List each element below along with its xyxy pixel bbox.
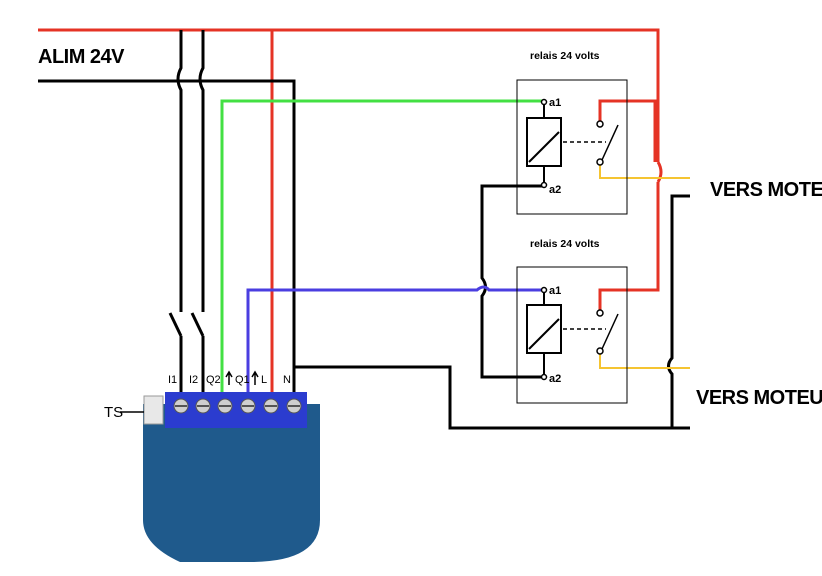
relay-1-title: relais 24 volts <box>530 50 600 62</box>
red-wires <box>38 28 663 400</box>
green-wire <box>220 99 542 400</box>
terminal-label-q1: Q1 <box>235 374 250 386</box>
arrow-up-icon <box>251 370 259 385</box>
motor-label-2: VERS MOTEUR <box>696 387 822 409</box>
terminal-screws <box>173 398 302 414</box>
yellow-wires <box>599 163 690 369</box>
relay-2-box <box>516 266 628 404</box>
terminal-label-n: N <box>283 374 291 386</box>
terminal-label-i1: I1 <box>168 374 177 386</box>
relay-2-a2-label: a2 <box>549 373 561 385</box>
relay-1-a2-label: a2 <box>549 184 561 196</box>
terminal-label-l: L <box>261 374 267 386</box>
terminal-label-i2: I2 <box>189 374 198 386</box>
module-body <box>143 404 320 562</box>
relay-2: a1 a2 relais 24 volts <box>516 238 628 404</box>
terminal-block: TS <box>104 392 307 428</box>
supply-label: ALIM 24V <box>38 46 125 68</box>
motor-label-1: VERS MOTEUR <box>710 179 822 201</box>
relay-2-title: relais 24 volts <box>530 238 600 250</box>
relay-1-box <box>516 79 628 215</box>
black-wires <box>38 30 690 430</box>
arrow-up-icon <box>225 370 233 385</box>
ts-label: TS <box>104 404 123 421</box>
relay-1-a1-label: a1 <box>549 97 561 109</box>
blue-wire <box>246 285 542 400</box>
terminal-label-q2: Q2 <box>206 374 221 386</box>
relay-1: a1 a2 relais 24 volts <box>516 50 628 215</box>
relay-2-a1-label: a1 <box>549 285 561 297</box>
ts-connector <box>143 395 164 425</box>
terminal-labels: I1 I2 Q2 Q1 L N <box>168 370 291 386</box>
terminal-strip <box>165 392 307 428</box>
